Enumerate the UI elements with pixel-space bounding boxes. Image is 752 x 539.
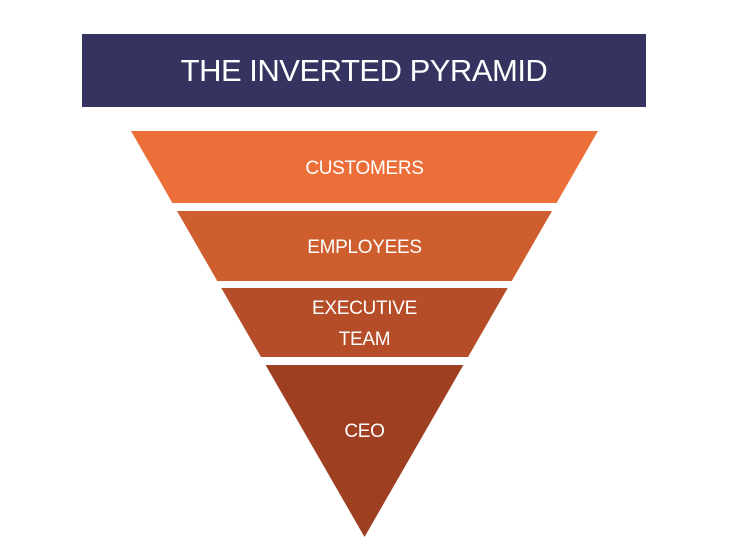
pyramid-band bbox=[177, 211, 552, 281]
pyramid-band bbox=[221, 288, 508, 357]
pyramid-level-label: CEO bbox=[344, 421, 384, 442]
pyramid-band bbox=[131, 131, 598, 203]
pyramid-level-label: EMPLOYEES bbox=[307, 237, 422, 258]
diagram-title: THE INVERTED PYRAMID bbox=[180, 52, 548, 88]
pyramid-level-employees: EMPLOYEES bbox=[177, 211, 552, 281]
pyramid-band bbox=[265, 365, 464, 537]
pyramid-level-label: TEAM bbox=[339, 329, 391, 350]
pyramid-level-executive-team: EXECUTIVE TEAM bbox=[221, 288, 508, 357]
pyramid-level-label: CUSTOMERS bbox=[305, 158, 423, 179]
pyramid-level-ceo: CEO bbox=[265, 365, 464, 537]
pyramid-level-customers: CUSTOMERS bbox=[131, 131, 598, 203]
pyramid-level-label: EXECUTIVE bbox=[312, 298, 417, 319]
title-banner: THE INVERTED PYRAMID bbox=[82, 34, 646, 107]
